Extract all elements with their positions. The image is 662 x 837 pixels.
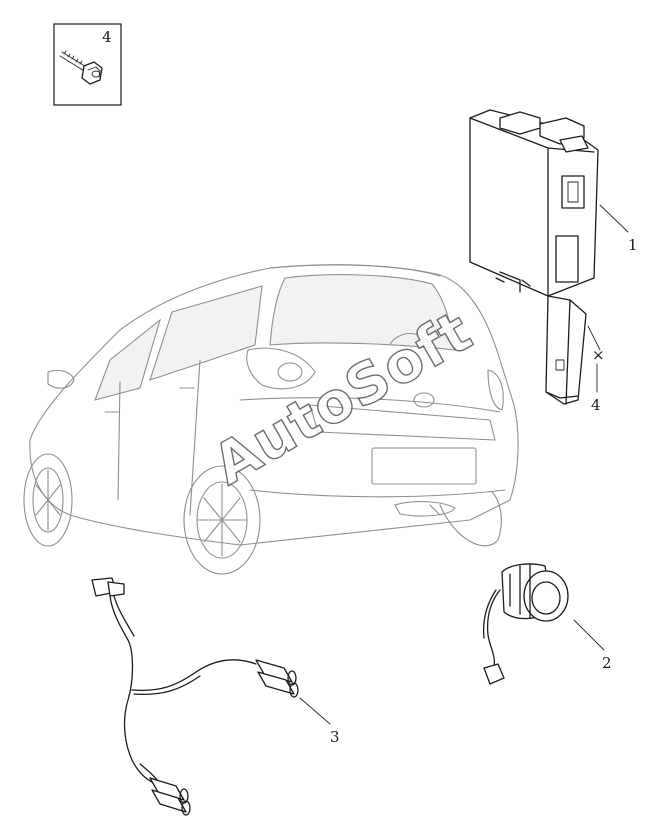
bolt-icon xyxy=(59,50,103,85)
parking-sensor-part xyxy=(482,563,569,685)
bolt-inset-label: 4 xyxy=(102,28,112,46)
bolt-inset: 4 xyxy=(53,23,122,106)
label-parking-sensor: 2 xyxy=(602,654,612,672)
vehicle-outline xyxy=(23,264,519,575)
label-control-module: 1 xyxy=(628,236,638,254)
label-multiplier: × xyxy=(592,346,605,364)
label-bolt-callout: 4 xyxy=(591,396,601,414)
wiring-harness-part xyxy=(91,577,299,816)
label-wiring-harness: 3 xyxy=(330,728,340,746)
control-module-part xyxy=(469,109,599,405)
